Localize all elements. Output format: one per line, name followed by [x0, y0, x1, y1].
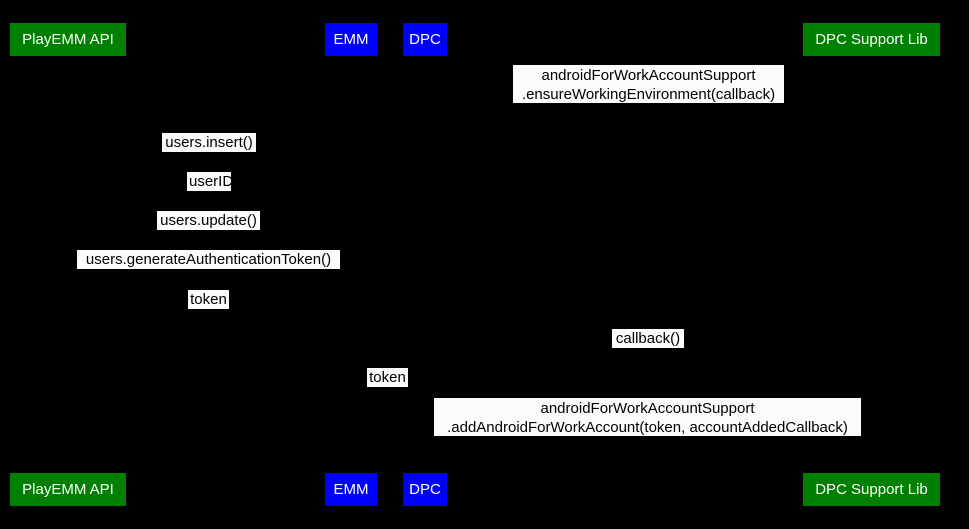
arrow-callback — [425, 348, 871, 349]
message-label-users-insert: users.insert() — [162, 133, 256, 152]
participant-dpc-support-lib-top: DPC Support Lib — [803, 23, 940, 56]
lifeline-dpcsupport — [871, 56, 872, 473]
participant-label: PlayEMM API — [22, 31, 114, 48]
arrow-token-to-dpc — [351, 387, 425, 388]
participant-dpc-bottom: DPC — [403, 473, 447, 506]
arrow-add-android-for-work-account — [425, 436, 871, 437]
message-label-userid: userID — [187, 172, 234, 191]
message-label-token-to-emm: token — [188, 290, 229, 309]
participant-label: EMM — [333, 481, 369, 498]
message-label-callback: callback() — [612, 329, 684, 348]
arrow-users-update — [68, 230, 351, 231]
message-label-users-update: users.update() — [157, 211, 260, 230]
arrow-token-to-emm — [68, 309, 351, 310]
participant-label: DPC — [409, 31, 441, 48]
participant-label: PlayEMM API — [22, 481, 114, 498]
participant-emm-top: EMM — [325, 23, 377, 56]
participant-playemm-api-bottom: PlayEMM API — [10, 473, 126, 506]
message-label-generate-authentication-token: users.generateAuthenticationToken() — [77, 250, 340, 269]
participant-emm-bottom: EMM — [325, 473, 377, 506]
lifeline-playemm — [68, 56, 69, 473]
message-label-token-to-dpc: token — [367, 368, 408, 387]
participant-label: DPC Support Lib — [815, 481, 928, 498]
arrow-generate-authentication-token — [68, 269, 351, 270]
arrow-users-insert — [68, 152, 351, 153]
message-label-ensure-working-environment: androidForWorkAccountSupport .ensureWork… — [513, 65, 784, 103]
arrow-userid — [68, 191, 351, 192]
participant-label: DPC Support Lib — [815, 31, 928, 48]
participant-dpc-support-lib-bottom: DPC Support Lib — [803, 473, 940, 506]
participant-label: EMM — [333, 31, 369, 48]
participant-playemm-api-top: PlayEMM API — [10, 23, 126, 56]
lifeline-dpc — [425, 56, 426, 473]
participant-label: DPC — [409, 481, 441, 498]
message-label-add-android-for-work-account: androidForWorkAccountSupport .addAndroid… — [434, 398, 861, 436]
lifeline-emm — [351, 56, 352, 473]
arrow-ensure-working-environment — [425, 103, 871, 104]
participant-dpc-top: DPC — [403, 23, 447, 56]
